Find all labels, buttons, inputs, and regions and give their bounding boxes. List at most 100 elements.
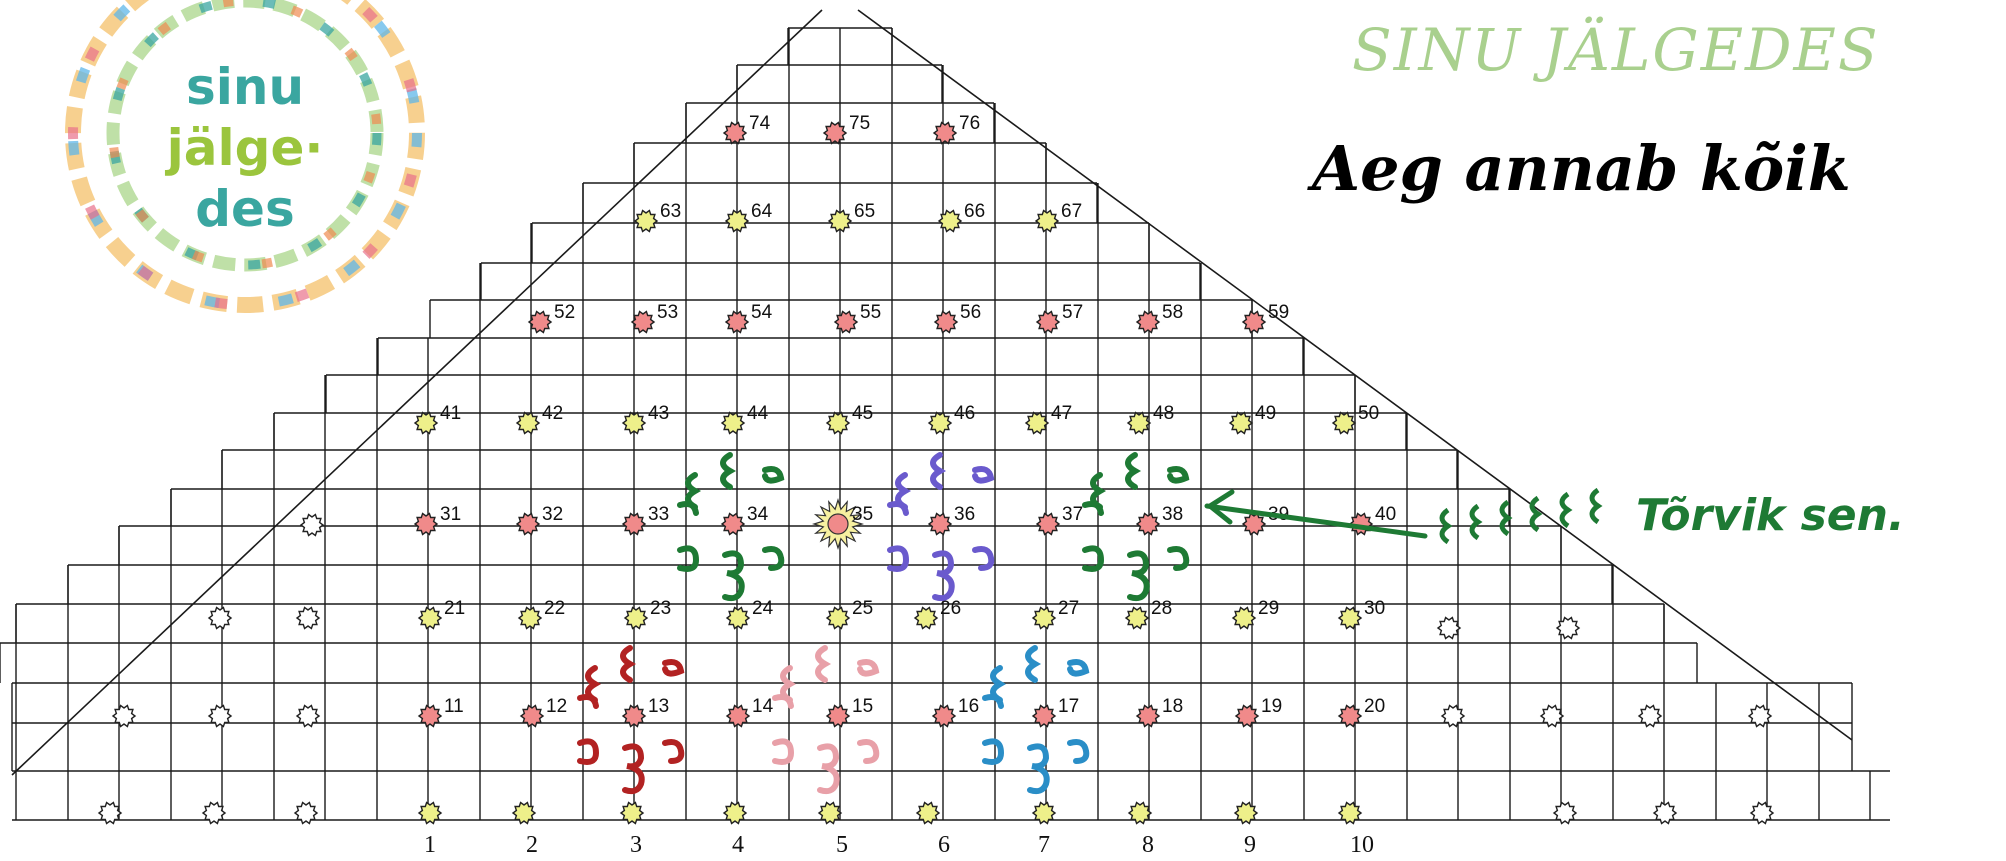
stitch-number: 41 [440,403,461,424]
stitch-number: 76 [959,113,980,134]
stitch-number: 48 [1153,403,1174,424]
stitch-number: 17 [1058,696,1079,717]
stitch-number: 57 [1062,302,1083,323]
stitch-number: 36 [954,504,975,525]
stitch-marker: 75 [824,113,870,144]
stitch-marker: 13 [623,696,669,727]
stitch-marker: 64 [726,201,773,232]
stitch-marker: 11 [419,696,464,727]
stitch-number: 50 [1358,403,1379,424]
stitch-number: 27 [1058,598,1079,619]
stitch-marker: 30 [1339,598,1385,629]
stitch-number: 12 [546,696,567,717]
stitch-number: 40 [1375,504,1396,525]
stitch-number: 63 [660,201,681,222]
stitch-marker: 22 [519,598,565,629]
stitch-marker: 21 [419,598,465,629]
axis-number: 10 [1350,832,1374,858]
axis-number: 8 [1142,832,1154,858]
stitch-number: 21 [444,598,465,619]
stitch-marker [297,608,319,629]
stitch-marker: 36 [929,504,975,535]
stitch-number: 65 [854,201,875,222]
stitch-marker: 49 [1230,403,1276,434]
stitch-marker: 19 [1236,696,1282,727]
stitch-marker: 50 [1333,403,1379,434]
stitch-number: 22 [544,598,565,619]
stitch-number: 25 [852,598,873,619]
stitch-number: 59 [1268,302,1289,323]
stitch-marker: 46 [929,403,975,434]
stitch-number: 24 [752,598,774,619]
axis-number: 3 [630,832,642,858]
stitch-number: 11 [444,696,464,717]
stitch-number: 18 [1162,696,1183,717]
stitch-number: 38 [1162,504,1183,525]
stitch-marker: 12 [521,696,567,727]
stitch-number: 43 [648,403,669,424]
stitch-number: 20 [1364,696,1385,717]
stitch-number: 37 [1062,504,1083,525]
stitch-marker: 56 [935,302,981,333]
stitch-marker [1438,618,1460,639]
axis-number: 1 [424,832,436,858]
stitch-marker: 47 [1026,403,1072,434]
stitch-number: 67 [1061,201,1082,222]
stitch-marker: 74 [724,113,771,144]
stitch-marker: 14 [727,696,774,727]
stitch-marker: 17 [1033,696,1079,727]
stitch-marker: 26 [915,598,961,629]
stitch-marker: 42 [517,403,563,434]
stitch-marker: 15 [827,696,873,727]
stitch-number: 53 [657,302,678,323]
logo-line-1: sinu [186,58,304,116]
stitch-marker: 32 [517,504,563,535]
stitch-marker: 48 [1128,403,1174,434]
stitch-marker: 33 [623,504,669,535]
stitch-number: 75 [849,113,870,134]
stitch-marker: 25 [827,598,873,629]
axis-number: 4 [732,832,744,858]
stitch-marker: 23 [625,598,671,629]
stitch-marker: 63 [635,201,681,232]
subtitle: Aeg annab kõik [1307,132,1851,205]
stitch-marker: 76 [934,113,980,144]
stitch-number: 52 [554,302,575,323]
stitch-number: 47 [1051,403,1072,424]
title: SINU JÄLGEDES [1352,16,1880,84]
stitch-marker: 34 [722,504,769,535]
annotation-motif-row [1442,490,1598,542]
stitch-number: 64 [751,201,773,222]
stitch-marker: 66 [939,201,985,232]
stitch-marker [301,515,323,536]
stitch-number: 54 [751,302,773,323]
stitch-number: 55 [860,302,881,323]
stitch-marker: 35 [814,500,873,548]
axis-number: 2 [526,832,538,858]
stitch-marker: 57 [1037,302,1083,333]
stitch-number: 35 [852,504,873,525]
stitch-number: 33 [648,504,669,525]
stitch-number: 46 [954,403,975,424]
stitch-marker: 58 [1137,302,1183,333]
stitch-marker: 24 [727,598,774,629]
stitch-marker: 65 [829,201,875,232]
stitch-number: 49 [1255,403,1276,424]
annotation-text: Tõrvik sen. [1636,490,1905,541]
stitch-number: 44 [747,403,769,424]
stitch-marker: 39 [1243,504,1289,535]
stitch-number: 28 [1151,598,1172,619]
stitch-number: 14 [752,696,774,717]
stitch-marker: 38 [1137,504,1183,535]
stitch-number: 56 [960,302,981,323]
stitch-marker: 41 [415,403,461,434]
stitch-number: 16 [958,696,979,717]
stitch-marker: 53 [632,302,678,333]
stitch-marker: 27 [1033,598,1079,629]
stitch-marker: 54 [726,302,773,333]
stitch-number: 15 [852,696,873,717]
stitch-number: 29 [1258,598,1279,619]
stitch-number: 30 [1364,598,1385,619]
stitch-number: 34 [747,504,769,525]
